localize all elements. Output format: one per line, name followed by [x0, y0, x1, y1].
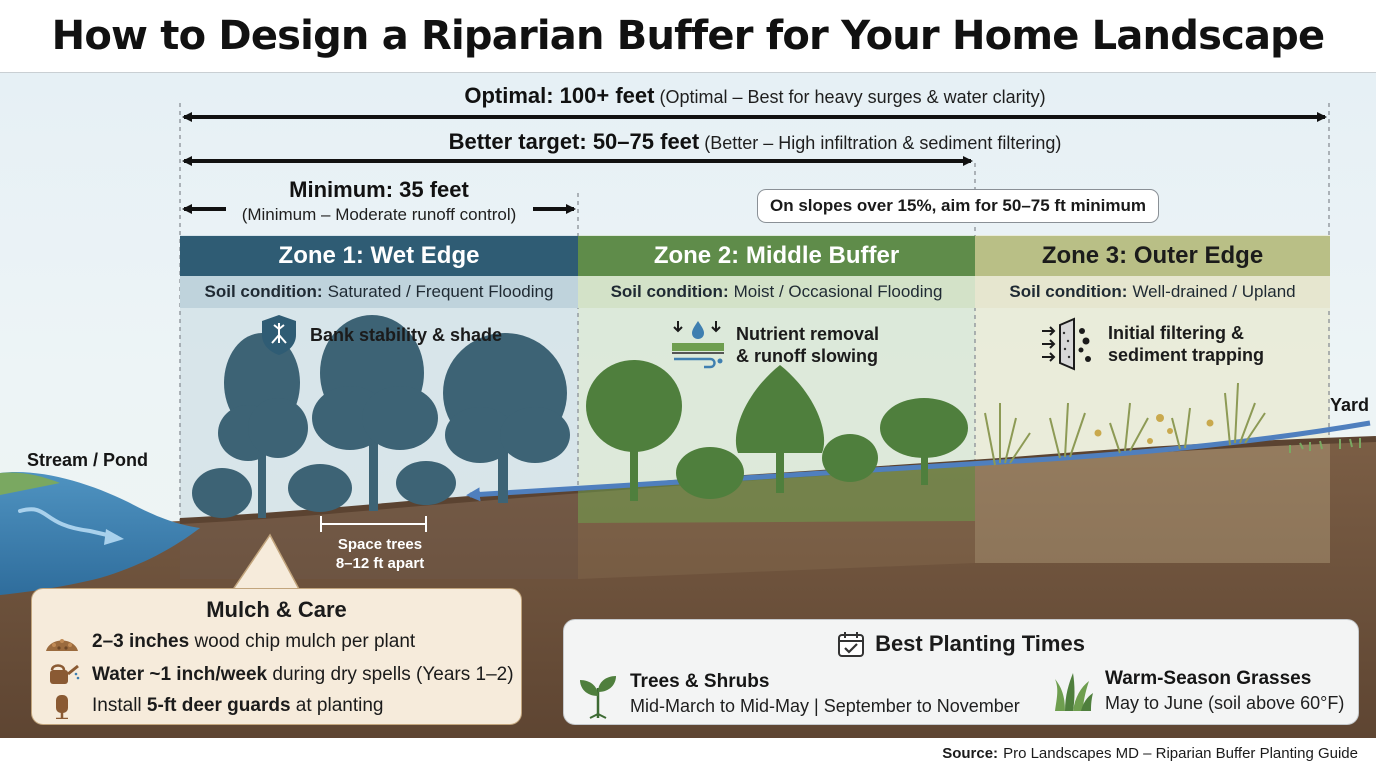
warm-season-grass-timing: Warm-Season Grasses May to June (soil ab… — [1051, 668, 1344, 714]
mulch-icon — [46, 639, 78, 651]
zone2-header: Zone 2: Middle Buffer — [578, 236, 975, 276]
mulch-care-panel: Mulch & Care 2–3 inches wood chip mulch … — [31, 588, 522, 725]
sediment-trap-icon — [1042, 317, 1091, 371]
water-filter-icon — [672, 321, 724, 369]
yard-label: Yard — [1330, 395, 1370, 415]
planting-times-panel: Best Planting Times Trees & Shrubs Mid-M… — [563, 619, 1359, 725]
zone3-benefit: Initial filtering &sediment trapping — [1040, 317, 1264, 371]
mulch-care-title: Mulch & Care — [206, 597, 347, 622]
tree-guard-icon — [56, 695, 68, 719]
grass-icon — [1055, 673, 1093, 711]
buffer-diagram: Optimal: 100+ feet (Optimal – Best for h… — [0, 73, 1376, 738]
watering-row: Water ~1 inch/week during dry spells (Ye… — [44, 662, 514, 688]
zone2-benefit: Nutrient removal& runoff slowing — [670, 317, 879, 373]
minimum-width-label: Minimum: 35 feet (Minimum – Moderate run… — [241, 177, 517, 224]
optimal-width-label: Optimal: 100+ feet (Optimal – Best for h… — [464, 83, 1046, 108]
source-credit: Source:Pro Landscapes MD – Riparian Buff… — [942, 744, 1358, 762]
seedling-icon — [580, 676, 616, 719]
deer-guard-row: Install 5-ft deer guards at planting — [44, 693, 383, 719]
title-divider — [0, 72, 1376, 73]
zone1-benefit: Bank stability & shade — [258, 313, 502, 357]
shield-roots-icon — [262, 315, 296, 355]
slope-note: On slopes over 15%, aim for 50–75 ft min… — [757, 189, 1160, 223]
zone1-trees — [192, 315, 570, 518]
page-title: How to Design a Riparian Buffer for Your… — [0, 0, 1376, 72]
zone1-soil-condition: Soil condition:Saturated / Frequent Floo… — [180, 276, 578, 308]
zone3-grasses — [984, 382, 1266, 466]
better-width-label: Better target: 50–75 feet (Better – High… — [448, 129, 1062, 154]
planting-times-title: Best Planting Times — [564, 630, 1358, 658]
stream-label: Stream / Pond — [27, 450, 149, 470]
zone1-header: Zone 1: Wet Edge — [180, 236, 578, 276]
zone2-soil-condition: Soil condition:Moist / Occasional Floodi… — [578, 276, 975, 308]
zone2-trees — [586, 360, 968, 501]
mulch-row: 2–3 inches wood chip mulch per plant — [44, 631, 415, 653]
watering-can-icon — [50, 664, 80, 684]
calendar-icon — [838, 632, 865, 657]
runoff-flow-arrow — [466, 420, 1371, 502]
zone3-header: Zone 3: Outer Edge — [975, 236, 1330, 276]
tree-spacing-note: Space trees 8–12 ft apart — [335, 536, 425, 572]
zone3-soil-condition: Soil condition:Well-drained / Upland — [975, 276, 1330, 308]
trees-shrubs-timing: Trees & Shrubs Mid-March to Mid-May | Se… — [576, 668, 1020, 720]
